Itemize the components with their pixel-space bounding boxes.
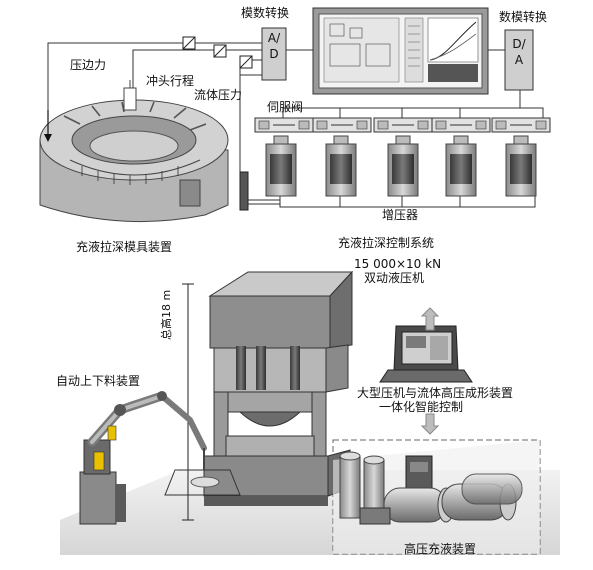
integration-label-line1: 大型压机与流体高压成形装置 bbox=[357, 386, 514, 400]
servo-valve-icon bbox=[312, 117, 372, 133]
servo-valve-icon bbox=[373, 117, 433, 133]
control-system-label: 充液拉深控制系统 bbox=[338, 236, 435, 250]
loading-robot bbox=[79, 391, 241, 525]
press-cylinder-icon bbox=[290, 346, 300, 390]
punch-stroke-label: 冲头行程 bbox=[146, 74, 195, 88]
height-dimension bbox=[182, 283, 194, 521]
ad-converter-label: 模数转换 bbox=[241, 6, 290, 20]
intensifier-icon bbox=[325, 135, 357, 197]
intensifier-icon bbox=[505, 135, 537, 197]
control-monitor bbox=[312, 7, 489, 95]
amplifier-icon bbox=[239, 55, 253, 69]
control-laptop bbox=[379, 325, 473, 383]
press-cylinder-icon bbox=[236, 346, 246, 390]
robot-attachment-icon bbox=[107, 425, 117, 441]
integration-label-line2: 一体化智能控制 bbox=[379, 400, 464, 414]
da-converter-label: 数模转换 bbox=[499, 10, 548, 24]
fluid-pressure-label: 流体压力 bbox=[194, 88, 243, 102]
servo-valve-icon bbox=[491, 117, 551, 133]
ad-converter-box bbox=[261, 27, 287, 81]
servo-valve-icon bbox=[431, 117, 491, 133]
intensifier-icon bbox=[265, 135, 297, 197]
press-type-label: 双动液压机 bbox=[364, 271, 425, 285]
intensifiers bbox=[265, 135, 537, 197]
intensifier-icon bbox=[445, 135, 477, 197]
total-height-label: 总高18 m bbox=[160, 289, 173, 340]
force-arrow-icon bbox=[44, 110, 52, 142]
auto-loader-label: 自动上下料装置 bbox=[56, 374, 141, 388]
amplifier-icon bbox=[213, 44, 227, 58]
bidirectional-arrows-icon bbox=[420, 307, 440, 435]
intensifier-label: 增压器 bbox=[382, 208, 419, 222]
blank-holder-force-label: 压边力 bbox=[70, 58, 107, 72]
tank-icon bbox=[339, 451, 361, 519]
die-device-label: 充液拉深模具装置 bbox=[76, 240, 173, 254]
da-converter-box bbox=[504, 29, 534, 91]
press-cylinder-icon bbox=[256, 346, 266, 390]
servo-valve-label: 伺服阀 bbox=[267, 100, 304, 114]
hydroforming-die bbox=[39, 80, 249, 223]
punch-icon bbox=[123, 80, 137, 111]
servo-valves bbox=[254, 117, 551, 133]
da-box-label: D/A bbox=[512, 37, 526, 67]
amplifier-icon bbox=[182, 36, 196, 50]
servo-valve-icon bbox=[254, 117, 314, 133]
press-tonnage-label: 15 000×10 kN bbox=[354, 257, 442, 271]
tank-icon bbox=[461, 473, 523, 505]
ad-box-label: A/D bbox=[267, 31, 281, 61]
intensifier-icon bbox=[387, 135, 419, 197]
signal-amplifier-icons bbox=[182, 36, 253, 69]
hydraulic-press bbox=[203, 270, 354, 506]
high-pressure-unit bbox=[339, 451, 523, 525]
high-pressure-unit-label: 高压充液装置 bbox=[404, 542, 477, 556]
